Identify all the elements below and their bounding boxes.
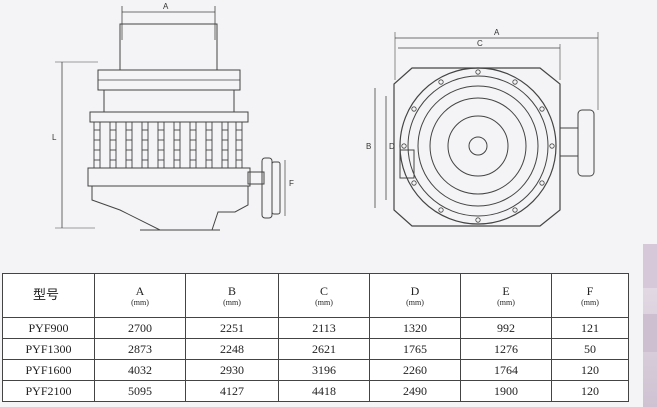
table-row: PYF1600 4032 2930 3196 2260 1764 120 xyxy=(2,359,629,381)
cell-E: 1900 xyxy=(460,380,552,402)
cell-A: 2700 xyxy=(94,317,186,339)
table-row: PYF900 2700 2251 2113 1320 992 121 xyxy=(2,317,629,339)
dim-label-C: C xyxy=(477,39,483,48)
table-header-row: 型号 A(mm) B(mm) C(mm) D(mm) E(mm) F(mm) xyxy=(2,273,629,318)
header-col-C: C(mm) xyxy=(278,273,370,318)
spring-bolts xyxy=(93,121,243,169)
cell-E: 992 xyxy=(460,317,552,339)
table-row: PYF2100 5095 4127 4418 2490 1900 120 xyxy=(2,380,629,402)
spec-table: 型号 A(mm) B(mm) C(mm) D(mm) E(mm) F(mm) P… xyxy=(2,273,629,402)
dim-label-F: F xyxy=(289,179,294,188)
cell-A: 5095 xyxy=(94,380,186,402)
cell-B: 4127 xyxy=(185,380,279,402)
header-col-F: F(mm) xyxy=(551,273,629,318)
header-col-D: D(mm) xyxy=(369,273,461,318)
cell-model: PYF900 xyxy=(2,317,95,339)
dim-label-L: L xyxy=(52,133,57,142)
cell-E: 1276 xyxy=(460,338,552,360)
cell-model: PYF2100 xyxy=(2,380,95,402)
cell-D: 1765 xyxy=(369,338,461,360)
cell-A: 4032 xyxy=(94,359,186,381)
cell-C: 2113 xyxy=(278,317,370,339)
table-row: PYF1300 2873 2248 2621 1765 1276 50 xyxy=(2,338,629,360)
cell-C: 3196 xyxy=(278,359,370,381)
cell-F: 120 xyxy=(551,359,629,381)
cell-F: 50 xyxy=(551,338,629,360)
cell-D: 1320 xyxy=(369,317,461,339)
plan-view xyxy=(374,32,599,227)
front-elevation-view xyxy=(55,6,286,231)
cell-C: 4418 xyxy=(278,380,370,402)
header-model: 型号 xyxy=(2,273,95,318)
side-decorative-strip xyxy=(643,244,657,407)
cell-B: 2930 xyxy=(185,359,279,381)
cell-B: 2248 xyxy=(185,338,279,360)
cell-F: 120 xyxy=(551,380,629,402)
dim-label-front-A: A xyxy=(163,2,169,11)
bolt-ring xyxy=(401,69,555,223)
cell-E: 1764 xyxy=(460,359,552,381)
cell-model: PYF1300 xyxy=(2,338,95,360)
cell-D: 2260 xyxy=(369,359,461,381)
strip-block-mid xyxy=(643,314,657,352)
cell-D: 2490 xyxy=(369,380,461,402)
cell-F: 121 xyxy=(551,317,629,339)
header-col-B: B(mm) xyxy=(185,273,279,318)
strip-block-top xyxy=(643,244,657,288)
cell-C: 2621 xyxy=(278,338,370,360)
dim-label-plan-A: A xyxy=(494,28,500,37)
dim-label-B: B xyxy=(366,142,371,151)
cell-A: 2873 xyxy=(94,338,186,360)
header-col-A: A(mm) xyxy=(94,273,186,318)
cell-model: PYF1600 xyxy=(2,359,95,381)
header-col-E: E(mm) xyxy=(460,273,552,318)
crusher-technical-drawing: L A F A C B D xyxy=(52,2,599,231)
cell-B: 2251 xyxy=(185,317,279,339)
dim-label-D: D xyxy=(389,142,395,151)
